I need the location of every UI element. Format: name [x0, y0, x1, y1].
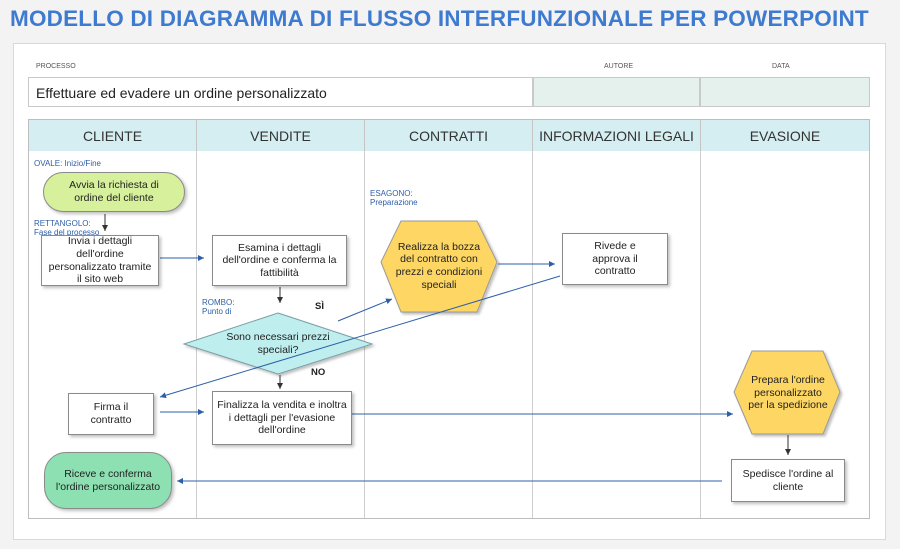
legend-rect-note: RETTANGOLO: Fase del processo — [34, 219, 99, 237]
step-ship-order[interactable]: Spedisce l'ordine al cliente — [731, 459, 845, 502]
legend-hexagon-line1: ESAGONO: — [370, 189, 413, 198]
lane-vendite — [197, 151, 365, 518]
author-label: AUTORE — [604, 63, 634, 70]
step-finalize-sale-text: Finalizza la vendita e inoltra i dettagl… — [217, 399, 347, 437]
lane-header-cliente: CLIENTE — [29, 120, 197, 151]
legend-rhombus-note: ROMBO: Punto di — [202, 298, 234, 316]
lane-contratti — [365, 151, 533, 518]
legend-hexagon-note: ESAGONO: Preparazione — [370, 189, 418, 207]
step-review-order[interactable]: Esamina i dettagli dell'ordine e conferm… — [212, 235, 347, 286]
hexagon-draft-contract[interactable] — [380, 220, 498, 313]
legend-rhombus-line2: Punto di — [202, 307, 232, 317]
process-value: Effettuare ed evadere un ordine personal… — [36, 85, 327, 101]
lane-header-evasione: EVASIONE — [701, 120, 869, 151]
lane-header-vendite: VENDITE — [197, 120, 365, 151]
process-field[interactable]: Effettuare ed evadere un ordine personal… — [28, 77, 533, 107]
decision-text: Sono necessari prezzi speciali? — [226, 331, 330, 356]
hexagon-prepare-order[interactable] — [733, 350, 841, 435]
step-send-details-text: Invia i dettagli dell'ordine personalizz… — [48, 235, 152, 286]
decision-diamond[interactable] — [182, 312, 374, 375]
lane-header-informazioni-legali: INFORMAZIONI LEGALI — [533, 120, 701, 151]
legend-rect-line2: Fase del processo — [34, 228, 100, 238]
legend-rhombus-line1: ROMBO: — [202, 298, 235, 307]
hexagon-prepare-order-text: Prepara l'ordine personalizzato per la s… — [748, 374, 828, 412]
author-field[interactable] — [533, 77, 700, 107]
start-oval-text: Avvia la richiesta di ordine del cliente — [69, 179, 159, 204]
start-oval[interactable]: Avvia la richiesta di ordine del cliente — [43, 172, 185, 212]
step-legal-review-text: Rivede e approva il contratto — [592, 240, 638, 278]
lane-cliente — [29, 151, 197, 518]
hexagon-draft-contract-text: Realizza la bozza del contratto con prez… — [395, 240, 483, 291]
end-oval[interactable]: Riceve e conferma l'ordine personalizzat… — [44, 452, 172, 509]
branch-yes-label: SÌ — [315, 301, 324, 312]
step-review-order-text: Esamina i dettagli dell'ordine e conferm… — [222, 241, 337, 279]
legend-rect-line1: RETTANGOLO: — [34, 219, 91, 228]
step-sign-contract[interactable]: Firma il contratto — [68, 393, 154, 435]
step-finalize-sale[interactable]: Finalizza la vendita e inoltra i dettagl… — [212, 391, 352, 445]
arrow-decision-yes — [337, 298, 393, 322]
end-oval-text: Riceve e conferma l'ordine personalizzat… — [55, 467, 161, 493]
branch-no-label: NO — [311, 367, 326, 378]
step-send-details[interactable]: Invia i dettagli dell'ordine personalizz… — [41, 235, 159, 286]
date-field[interactable] — [700, 77, 870, 107]
swimlane-container: CLIENTE VENDITE CONTRATTI INFORMAZIONI L… — [28, 119, 870, 519]
step-ship-order-text: Spedisce l'ordine al cliente — [742, 467, 834, 493]
step-sign-contract-text: Firma il contratto — [90, 401, 132, 426]
lane-header-contratti: CONTRATTI — [365, 120, 533, 151]
page-title: MODELLO DI DIAGRAMMA DI FLUSSO INTERFUNZ… — [10, 6, 869, 31]
legend-hexagon-line2: Preparazione — [370, 198, 418, 208]
date-label: DATA — [772, 63, 790, 70]
step-legal-review[interactable]: Rivede e approva il contratto — [562, 233, 668, 285]
legend-oval-note: OVALE: Inizio/Fine — [34, 159, 101, 168]
process-label: PROCESSO — [36, 63, 76, 70]
lane-informazioni-legali — [533, 151, 701, 518]
arrow-legal-to-sign — [159, 275, 561, 399]
